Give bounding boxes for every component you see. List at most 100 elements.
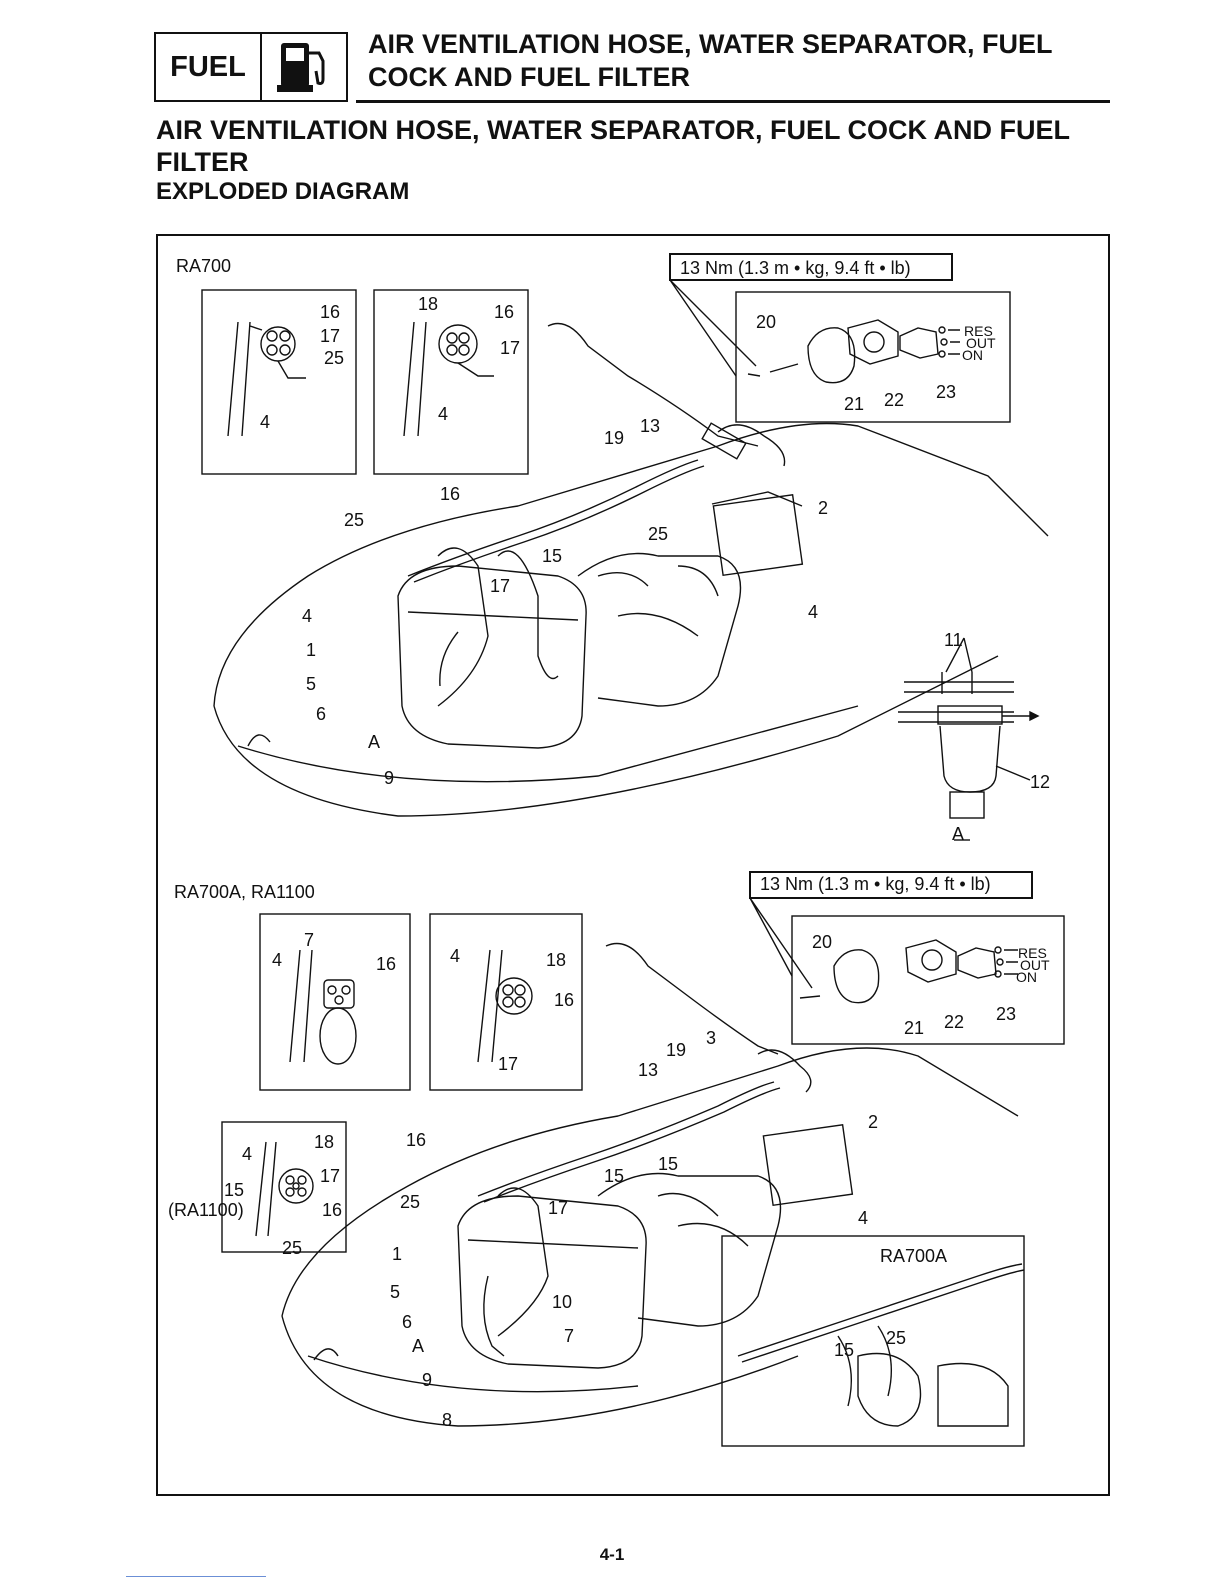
torque-label-top: 13 Nm (1.3 m • kg, 9.4 ft • lb) xyxy=(680,258,911,278)
section-label: FUEL xyxy=(156,34,262,100)
svg-text:25: 25 xyxy=(324,348,344,368)
cock-out: OUT xyxy=(966,335,996,351)
svg-text:18: 18 xyxy=(418,294,438,314)
svg-text:17: 17 xyxy=(320,326,340,346)
svg-text:25: 25 xyxy=(648,524,668,544)
svg-text:16: 16 xyxy=(494,302,514,322)
svg-text:17: 17 xyxy=(498,1054,518,1074)
svg-text:18: 18 xyxy=(314,1132,334,1152)
svg-text:9: 9 xyxy=(384,768,394,788)
svg-text:9: 9 xyxy=(422,1370,432,1390)
cock-res-bottom: RES xyxy=(1018,945,1047,961)
svg-text:13: 13 xyxy=(640,416,660,436)
svg-text:16: 16 xyxy=(320,302,340,322)
svg-text:16: 16 xyxy=(440,484,460,504)
svg-text:19: 19 xyxy=(666,1040,686,1060)
svg-text:1: 1 xyxy=(306,640,316,660)
svg-text:20: 20 xyxy=(756,312,776,332)
svg-text:22: 22 xyxy=(944,1012,964,1032)
svg-text:15: 15 xyxy=(604,1166,624,1186)
svg-text:15: 15 xyxy=(224,1180,244,1200)
svg-text:23: 23 xyxy=(996,1004,1016,1024)
svg-text:4: 4 xyxy=(438,404,448,424)
svg-text:16: 16 xyxy=(406,1130,426,1150)
svg-text:16: 16 xyxy=(554,990,574,1010)
svg-text:21: 21 xyxy=(844,394,864,414)
detail-a-label: A xyxy=(952,824,964,844)
exploded-diagram-frame: RA700 13 Nm (1.3 m • kg, 9.4 ft • lb) 20… xyxy=(156,234,1110,1496)
svg-text:2: 2 xyxy=(868,1112,878,1132)
svg-text:6: 6 xyxy=(316,704,326,724)
svg-text:18: 18 xyxy=(546,950,566,970)
cock-on: ON xyxy=(962,347,983,363)
svg-text:22: 22 xyxy=(884,390,904,410)
section-title: AIR VENTILATION HOSE, WATER SEPARATOR, F… xyxy=(156,115,1070,177)
svg-text:4: 4 xyxy=(272,950,282,970)
svg-text:17: 17 xyxy=(548,1198,568,1218)
svg-text:3: 3 xyxy=(706,1028,716,1048)
fuel-pump-icon xyxy=(262,34,346,100)
subtitle: EXPLODED DIAGRAM xyxy=(156,178,410,205)
svg-text:10: 10 xyxy=(552,1292,572,1312)
svg-text:4: 4 xyxy=(302,606,312,626)
svg-text:17: 17 xyxy=(490,576,510,596)
cock-out-bottom: OUT xyxy=(1020,957,1050,973)
detail-box-5 xyxy=(221,1121,347,1253)
header-title: AIR VENTILATION HOSE, WATER SEPARATOR, F… xyxy=(368,29,1053,92)
svg-text:25: 25 xyxy=(282,1238,302,1258)
exploded-diagram: RA700 13 Nm (1.3 m • kg, 9.4 ft • lb) 20… xyxy=(168,253,1065,1447)
svg-text:11: 11 xyxy=(944,630,963,650)
svg-text:16: 16 xyxy=(322,1200,342,1220)
svg-text:4: 4 xyxy=(450,946,460,966)
svg-text:17: 17 xyxy=(500,338,520,358)
svg-text:2: 2 xyxy=(818,498,828,518)
page-number: 4-1 xyxy=(599,1545,625,1564)
detail-box-3 xyxy=(259,913,411,1091)
svg-text:7: 7 xyxy=(304,930,314,950)
svg-text:17: 17 xyxy=(320,1166,340,1186)
cock-res: RES xyxy=(964,323,993,339)
svg-text:21: 21 xyxy=(904,1018,924,1038)
torque-box-bottom xyxy=(749,871,1033,899)
svg-text:12: 12 xyxy=(1030,772,1050,792)
svg-text:8: 8 xyxy=(442,1410,452,1430)
svg-text:15: 15 xyxy=(658,1154,678,1174)
svg-text:19: 19 xyxy=(604,428,624,448)
svg-text:15: 15 xyxy=(834,1340,854,1360)
svg-text:15: 15 xyxy=(542,546,562,566)
model-label-top: RA700 xyxy=(176,256,231,276)
torque-label-bottom: 13 Nm (1.3 m • kg, 9.4 ft • lb) xyxy=(760,874,991,894)
svg-text:7: 7 xyxy=(564,1326,574,1346)
svg-text:4: 4 xyxy=(808,602,818,622)
svg-text:23: 23 xyxy=(936,382,956,402)
svg-text:A: A xyxy=(368,732,380,752)
variant-note: (RA1100) xyxy=(168,1200,244,1220)
svg-text:20: 20 xyxy=(812,932,832,952)
detail-box-1 xyxy=(201,289,357,475)
cock-on-bottom: ON xyxy=(1016,969,1037,985)
svg-text:6: 6 xyxy=(402,1312,412,1332)
svg-text:5: 5 xyxy=(306,674,316,694)
svg-text:25: 25 xyxy=(400,1192,420,1212)
fuel-cock-box-top xyxy=(735,291,1011,423)
svg-text:4: 4 xyxy=(858,1208,868,1228)
svg-text:16: 16 xyxy=(376,954,396,974)
svg-text:13: 13 xyxy=(638,1060,658,1080)
torque-box-top xyxy=(669,253,953,281)
footer-rule xyxy=(126,1576,266,1577)
svg-text:25: 25 xyxy=(344,510,364,530)
svg-text:4: 4 xyxy=(260,412,270,432)
svg-text:1: 1 xyxy=(392,1244,402,1264)
svg-text:A: A xyxy=(412,1336,424,1356)
detail-box-4 xyxy=(429,913,583,1091)
model-label-bottom: RA700A, RA1100 xyxy=(174,882,315,902)
svg-text:4: 4 xyxy=(242,1144,252,1164)
header-rule xyxy=(356,100,1110,103)
ra700a-inset xyxy=(721,1235,1025,1447)
inset-model-label: RA700A xyxy=(880,1246,947,1266)
svg-text:25: 25 xyxy=(886,1328,906,1348)
section-badge: FUEL xyxy=(154,32,348,102)
svg-text:5: 5 xyxy=(390,1282,400,1302)
detail-box-2 xyxy=(373,289,529,475)
fuel-cock-box-bottom xyxy=(791,915,1065,1045)
